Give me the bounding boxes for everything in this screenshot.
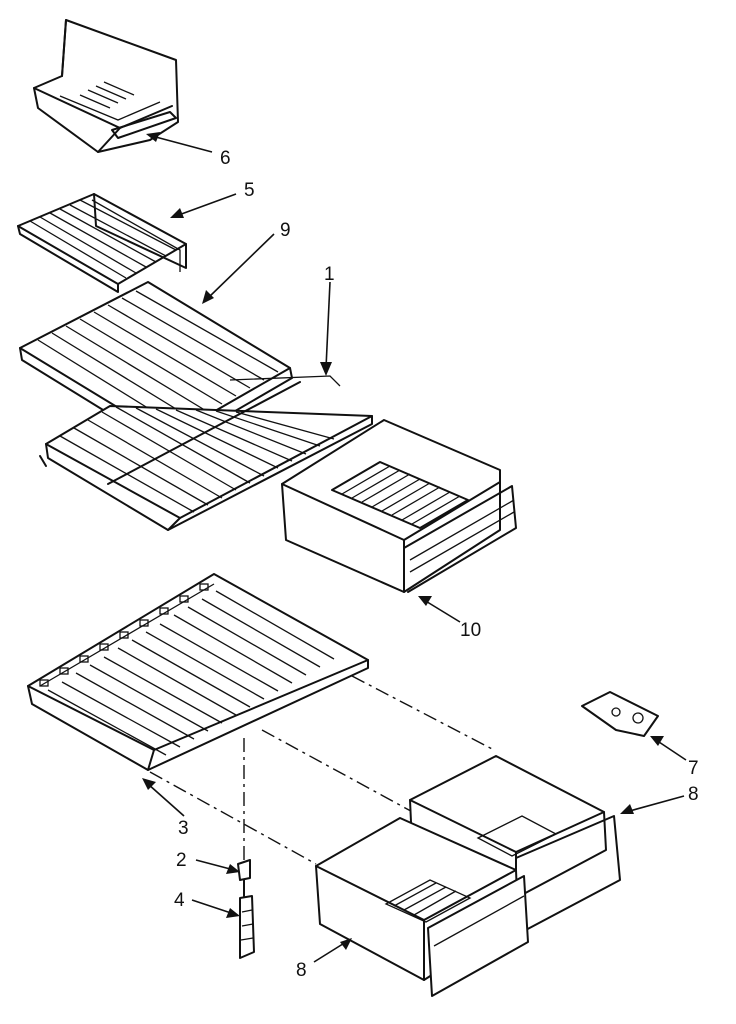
callout-8-lower: 8: [296, 960, 307, 981]
leader-lines: [142, 132, 687, 963]
wire-shelf-part-5: [17, 193, 187, 293]
door-bin-part-6: [33, 19, 179, 153]
crisper-drawer-front-part-8: [315, 817, 529, 997]
callout-10: 10: [460, 620, 481, 641]
callout-5: 5: [244, 180, 255, 201]
deli-drawer-part-10: [281, 419, 517, 593]
handle-part-4: [239, 895, 255, 959]
callout-3: 3: [178, 818, 189, 839]
callout-labels: 6 5 9 1 10 3 7 8 2 4 8: [174, 148, 699, 981]
wire-shelf-part-1: [39, 375, 373, 531]
callout-9: 9: [280, 220, 291, 241]
crisper-cover-part-3: [27, 573, 369, 771]
pin-part-2: [237, 859, 251, 897]
callout-7: 7: [688, 758, 699, 779]
callout-2: 2: [176, 850, 187, 871]
assembly-lines: [149, 675, 495, 865]
glass-shelf-part-9: [19, 281, 293, 451]
callout-6: 6: [220, 148, 231, 169]
callout-1: 1: [324, 264, 335, 285]
control-cover-part-7: [581, 691, 659, 737]
callout-4: 4: [174, 890, 185, 911]
callout-8-upper: 8: [688, 784, 699, 805]
